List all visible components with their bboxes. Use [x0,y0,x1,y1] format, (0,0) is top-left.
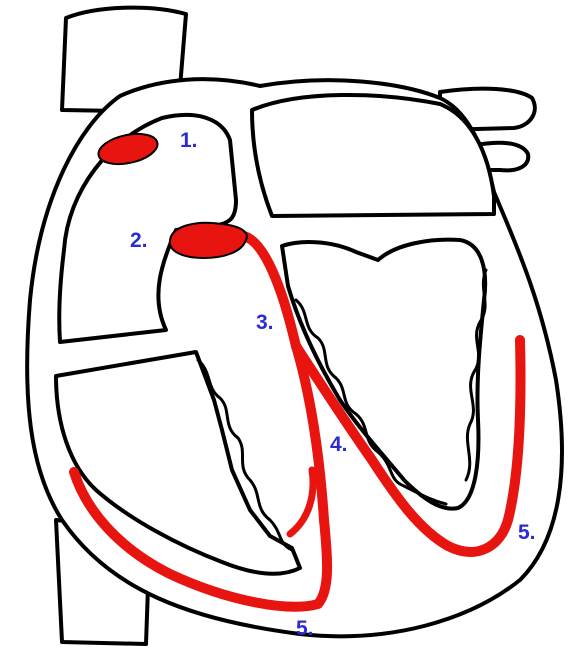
label-bundle-of-his: 3. [256,312,274,333]
label-av-node: 2. [130,230,148,251]
label-purkinje-bottom: 5. [296,618,314,639]
label-sa-node: 1. [180,130,198,151]
label-purkinje-right: 5. [518,522,536,543]
label-bundle-branches: 4. [330,434,348,455]
left-atrium [252,95,494,216]
